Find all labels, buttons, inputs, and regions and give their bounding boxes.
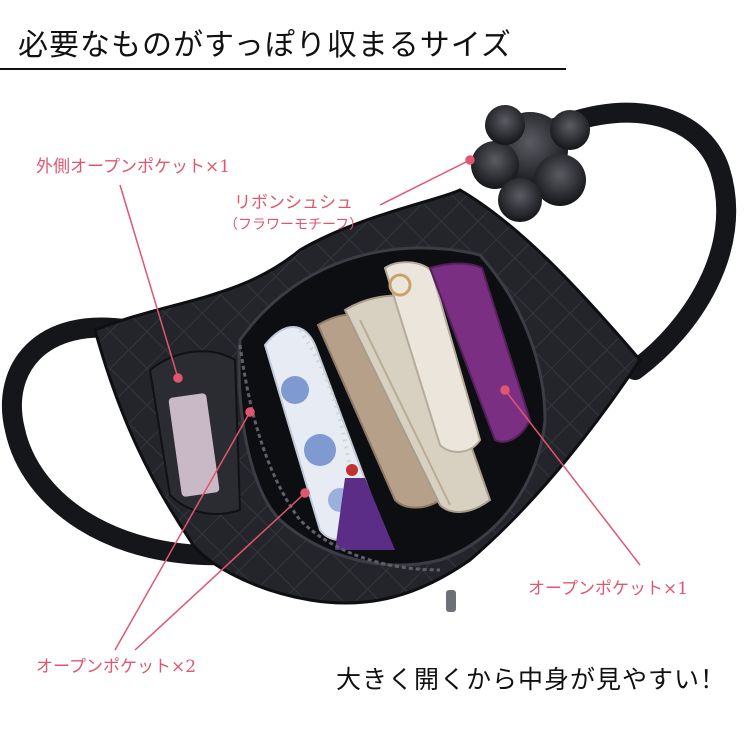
pocket-bills: [168, 393, 220, 497]
callout-open-pocket-2: オープンポケット×2: [36, 657, 197, 677]
callout-outer-pocket: 外側オープンポケット×1: [36, 157, 231, 177]
leader-open-pocket-2a: [114, 411, 251, 651]
footer-caption: 大きく開くから中身が見やすい！: [335, 665, 726, 694]
leader-open-pocket-1: [504, 389, 641, 566]
purple-tassel: [335, 478, 395, 550]
callout-open-pocket-1: オープンポケット×1: [528, 579, 689, 599]
zipper-pull: [446, 590, 456, 612]
callout-ribbon: リボンシュシュ: [234, 193, 353, 213]
leader-outer-pocket: [119, 184, 179, 379]
patterned-pouch: [383, 261, 482, 453]
ribbon-scrunchie: [471, 105, 590, 222]
left-handle: [1, 317, 240, 566]
callout-ribbon-sub: （フラワーモチーフ）: [224, 217, 364, 233]
headline: 必要なものがすっぽり収まるサイズ: [18, 28, 512, 63]
headline-rule: [0, 68, 566, 70]
purple-wallet: [428, 262, 532, 443]
leader-ribbon: [379, 159, 471, 206]
prayer-beads: [298, 328, 352, 471]
right-handle: [530, 102, 737, 380]
leader-open-pocket-2b: [134, 492, 306, 651]
